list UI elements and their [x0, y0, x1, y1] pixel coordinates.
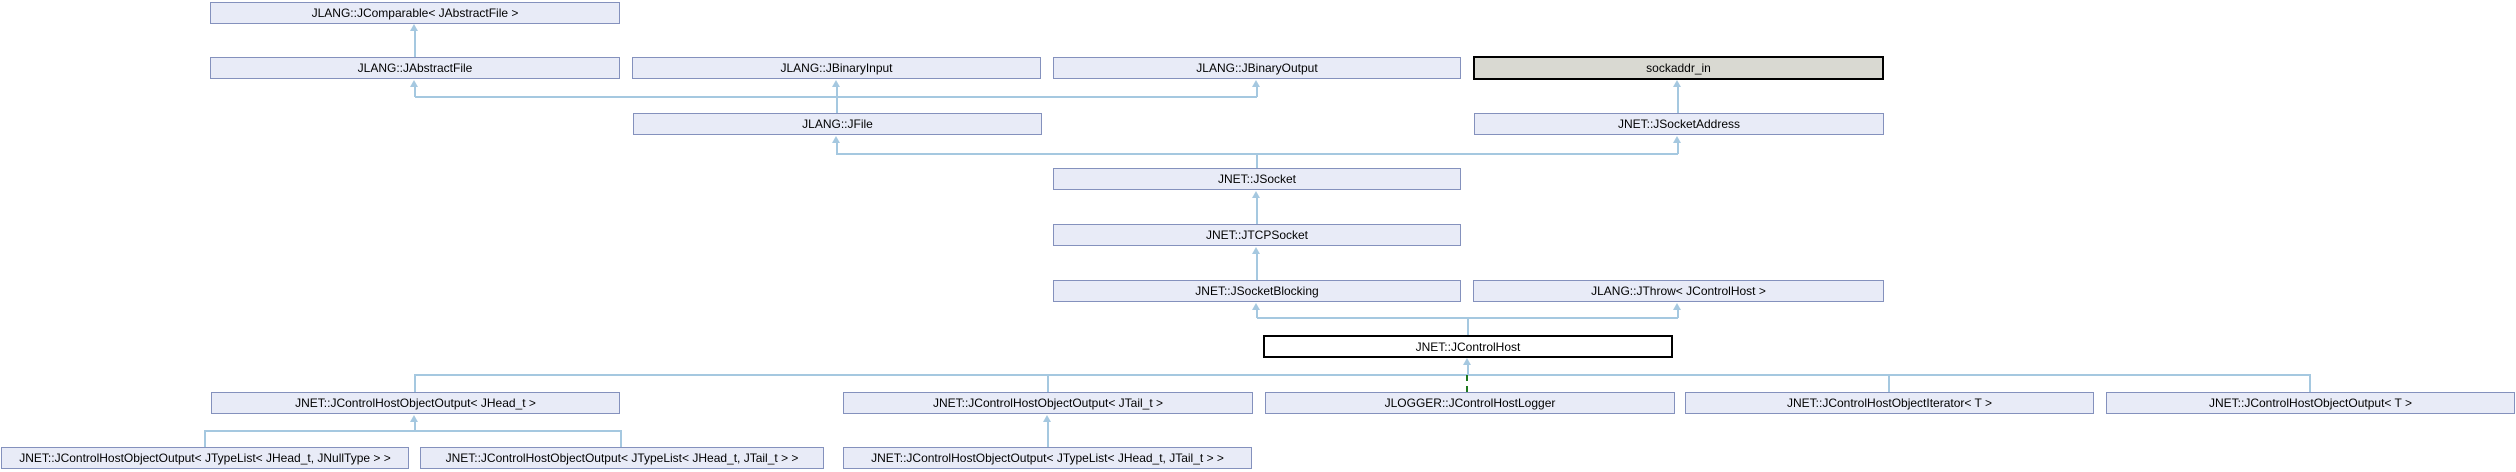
edge-jsocketblocking-to-jtcpsocket [1256, 253, 1258, 280]
node-jcontrolhostlogger[interactable]: JLOGGER::JControlHostLogger [1265, 392, 1675, 414]
edge-jsocket-parents-stub-right [1677, 142, 1679, 154]
edge-jfile-parents-stub-left [414, 86, 416, 97]
node-jbinaryinput[interactable]: JLANG::JBinaryInput [632, 57, 1041, 79]
node-jsocketaddress[interactable]: JNET::JSocketAddress [1474, 113, 1884, 135]
node-jcomparable[interactable]: JLANG::JComparable< JAbstractFile > [210, 2, 620, 24]
node-jfile[interactable]: JLANG::JFile [633, 113, 1042, 135]
edge-jfile-parents-stub-right [1256, 86, 1258, 97]
node-sockaddr-in: sockaddr_in [1473, 56, 1884, 80]
arrowhead [1463, 358, 1471, 365]
arrowhead [410, 415, 418, 422]
node-jsocketblocking[interactable]: JNET::JSocketBlocking [1053, 280, 1461, 302]
edge-jsocketaddress-to-sockaddr [1677, 86, 1679, 113]
node-controlhostobjectoutput-t[interactable]: JNET::JControlHostObjectOutput< T > [2106, 392, 2515, 414]
node-jbinaryoutput[interactable]: JLANG::JBinaryOutput [1053, 57, 1461, 79]
arrowhead [1673, 136, 1681, 143]
edge-drop-typelist-jtail-1 [620, 430, 622, 447]
node-controlhostobjectiterator-t[interactable]: JNET::JControlHostObjectIterator< T > [1685, 392, 2094, 414]
node-controlhostobjectoutput-jhead[interactable]: JNET::JControlHostObjectOutput< JHead_t … [211, 392, 620, 414]
node-jsocket[interactable]: JNET::JSocket [1053, 168, 1461, 190]
edge-drop-oo-jtail [1047, 374, 1049, 392]
edge-drop-logger-private [1466, 375, 1468, 392]
arrowhead [1673, 80, 1681, 87]
edge-jfile-riser [836, 96, 838, 113]
arrowhead [1252, 191, 1260, 198]
edge-jtcpsocket-to-jsocket [1256, 197, 1258, 224]
arrowhead [410, 24, 418, 31]
edge-oo-jhead-children-bus [205, 430, 622, 432]
arrowhead [1252, 303, 1260, 310]
node-jtcpsocket[interactable]: JNET::JTCPSocket [1053, 224, 1461, 246]
arrowhead [1252, 80, 1260, 87]
edge-drop-typelist-nulltype [204, 430, 206, 447]
edge-jcontrolhost-parents-stub-right [1677, 309, 1679, 318]
edge-children-to-jcontrolhost-stub [1467, 364, 1469, 375]
edge-to-oo-jhead-stub [414, 421, 416, 431]
node-jabstractfile[interactable]: JLANG::JAbstractFile [210, 57, 620, 79]
arrowhead [410, 80, 418, 87]
edge-drop-oo-t [2309, 374, 2311, 392]
edge-drop-iterator [1888, 374, 1890, 392]
arrowhead [1252, 247, 1260, 254]
edge-jcontrolhost-parents-stub-left [1256, 309, 1258, 318]
arrowhead [832, 80, 840, 87]
edge-jsocket-riser [1256, 153, 1258, 168]
edge-jabstractfile-to-jcomparable [414, 30, 416, 57]
arrowhead [1673, 303, 1681, 310]
node-controlhostobjectoutput-typelist-jhead-jnulltype[interactable]: JNET::JControlHostObjectOutput< JTypeLis… [1, 447, 409, 469]
node-controlhostobjectoutput-typelist-jhead-jtail-1[interactable]: JNET::JControlHostObjectOutput< JTypeLis… [420, 447, 824, 469]
arrowhead [832, 136, 840, 143]
edge-typelist-jtail-2-to-oo-jtail [1047, 421, 1049, 447]
edge-jcontrolhost-riser [1467, 317, 1469, 335]
node-jthrow[interactable]: JLANG::JThrow< JControlHost > [1473, 280, 1884, 302]
node-jcontrolhost: JNET::JControlHost [1263, 335, 1673, 358]
edge-jsocket-parents-stub-left [836, 142, 838, 154]
arrowhead [1043, 415, 1051, 422]
node-controlhostobjectoutput-typelist-jhead-jtail-2[interactable]: JNET::JControlHostObjectOutput< JTypeLis… [843, 447, 1252, 469]
edge-jcontrolhost-children-bus [415, 374, 2311, 376]
node-controlhostobjectoutput-jtail[interactable]: JNET::JControlHostObjectOutput< JTail_t … [843, 392, 1253, 414]
edge-drop-oo-jhead [414, 374, 416, 392]
edge-jfile-parents-stub-mid [836, 86, 838, 97]
